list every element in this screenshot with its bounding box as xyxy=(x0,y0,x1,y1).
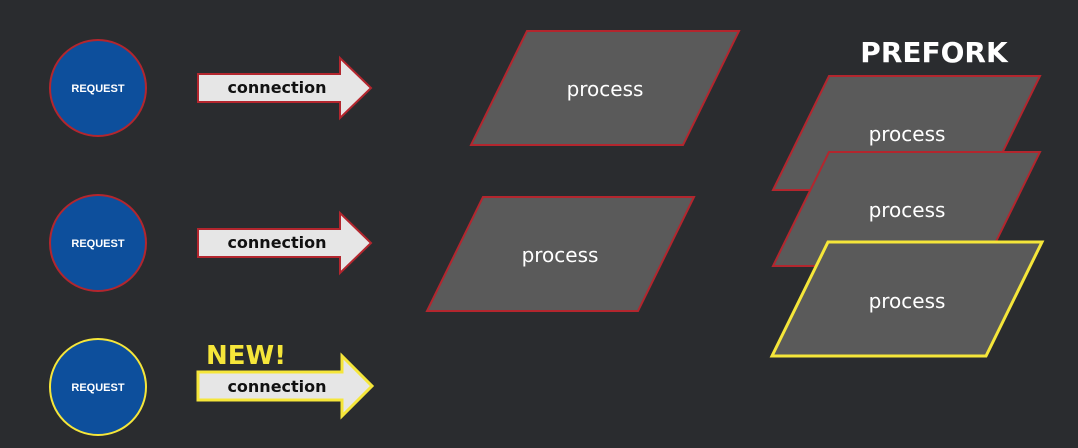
arrow-right-icon xyxy=(197,210,373,276)
process-shape xyxy=(425,196,696,312)
process-box-1: process xyxy=(469,30,741,146)
diagram-title: PREFORK xyxy=(860,36,1009,69)
process-label: process xyxy=(567,77,644,101)
connection-arrow-2: connection xyxy=(197,210,373,276)
connection-label: connection xyxy=(227,377,326,396)
request-label: REQUEST xyxy=(71,83,124,95)
request-circle-new xyxy=(49,338,147,436)
connection-label: connection xyxy=(227,233,326,252)
request-label: REQUEST xyxy=(71,238,124,250)
process-label: process xyxy=(522,243,599,267)
pool-process-3: process xyxy=(769,240,1045,358)
request-circle xyxy=(49,39,147,137)
process-shape xyxy=(469,30,741,146)
request-node-2: REQUEST xyxy=(49,194,147,292)
connection-arrow-1: connection xyxy=(197,55,373,121)
process-label: process xyxy=(869,198,946,222)
connection-label: connection xyxy=(227,78,326,97)
request-label: REQUEST xyxy=(71,382,124,394)
new-badge: NEW! xyxy=(206,341,286,371)
request-node-3: REQUEST xyxy=(49,338,147,436)
arrow-right-icon xyxy=(196,352,375,420)
request-node-1: REQUEST xyxy=(49,39,147,137)
connection-arrow-3: connection xyxy=(196,352,375,420)
process-box-2: process xyxy=(425,196,696,312)
process-label: process xyxy=(869,122,946,146)
arrow-right-icon xyxy=(197,55,373,121)
pool-process-2: process xyxy=(771,151,1042,267)
process-shape-new xyxy=(769,240,1045,358)
process-label: process xyxy=(869,289,946,313)
request-circle xyxy=(49,194,147,292)
